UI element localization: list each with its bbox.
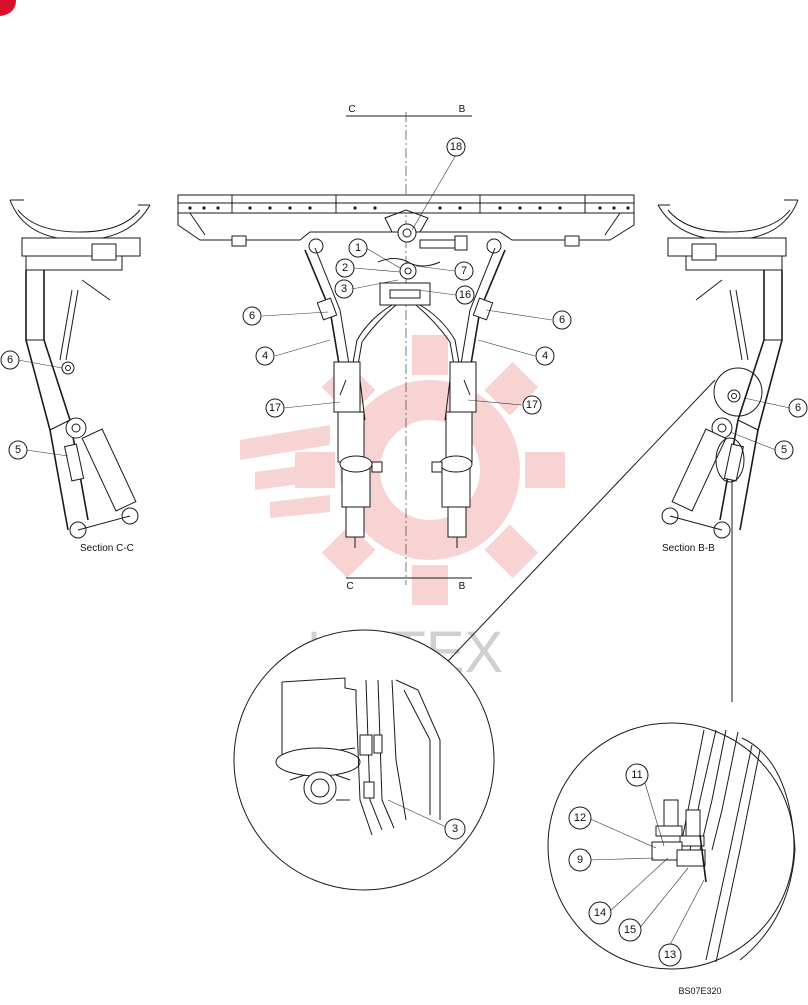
svg-text:5: 5 [781, 444, 787, 456]
callout-5-section-c: 5 [8, 440, 28, 460]
section-c-c-view: Section C-C 6 5 [0, 199, 151, 554]
callout-6-section-c: 6 [0, 350, 20, 370]
svg-text:17: 17 [269, 402, 281, 414]
svg-text:6: 6 [7, 354, 13, 366]
section-mark-b-bottom: B [459, 581, 466, 592]
svg-text:16: 16 [459, 289, 471, 301]
svg-text:13: 13 [664, 949, 676, 961]
section-mark-c-bottom: C [346, 581, 353, 592]
section-b-b-view: Section B-B 6 5 [657, 199, 808, 554]
drawing-number: BS07E320 [678, 986, 721, 996]
svg-text:4: 4 [262, 350, 268, 362]
svg-text:2: 2 [342, 262, 348, 274]
watermark-gear-icon [240, 335, 565, 605]
svg-text:3: 3 [341, 283, 347, 295]
svg-text:14: 14 [594, 907, 606, 919]
svg-text:6: 6 [559, 314, 565, 326]
callout-3: 3 [334, 279, 354, 299]
svg-text:7: 7 [461, 265, 467, 277]
callout-4-left: 4 [255, 346, 275, 366]
callout-14: 14 [588, 901, 612, 925]
callout-16: 16 [455, 285, 475, 305]
section-c-c-label: Section C-C [80, 543, 134, 554]
svg-text:15: 15 [624, 924, 636, 936]
section-b-b-label: Section B-B [662, 543, 715, 554]
callout-18: 18 [446, 137, 466, 157]
section-mark-c-top: C [348, 104, 355, 115]
callout-3-detail: 3 [444, 818, 466, 840]
callout-2: 2 [335, 258, 355, 278]
svg-text:6: 6 [249, 310, 255, 322]
callout-6-left: 6 [242, 306, 262, 326]
callout-15: 15 [618, 918, 642, 942]
callout-17-right: 17 [522, 395, 542, 415]
detail-view-hose-routing: 3 [233, 629, 495, 891]
svg-text:5: 5 [15, 444, 21, 456]
corner-marker-icon [0, 0, 16, 16]
svg-text:4: 4 [542, 350, 548, 362]
callout-12: 12 [568, 806, 592, 830]
detail-view-fittings: 11 12 9 14 15 13 [547, 722, 796, 970]
svg-text:9: 9 [577, 854, 583, 866]
svg-text:11: 11 [631, 769, 642, 781]
callout-6-section-b: 6 [788, 398, 808, 418]
svg-text:1: 1 [355, 242, 361, 254]
callout-6-right: 6 [552, 310, 572, 330]
callout-4-right: 4 [535, 346, 555, 366]
callout-1: 1 [348, 238, 368, 258]
callout-7: 7 [454, 261, 474, 281]
svg-text:18: 18 [450, 141, 462, 153]
callout-13: 13 [658, 943, 682, 967]
svg-text:3: 3 [452, 823, 458, 835]
svg-text:12: 12 [574, 812, 586, 824]
callout-5-section-b: 5 [774, 440, 794, 460]
center-frame-assembly: C B C B [177, 104, 635, 592]
svg-text:6: 6 [795, 402, 801, 414]
callout-11: 11 [625, 763, 649, 787]
section-mark-b-top: B [459, 104, 466, 115]
callout-17-left: 17 [265, 398, 285, 418]
svg-text:17: 17 [526, 399, 538, 411]
callout-9: 9 [568, 848, 592, 872]
